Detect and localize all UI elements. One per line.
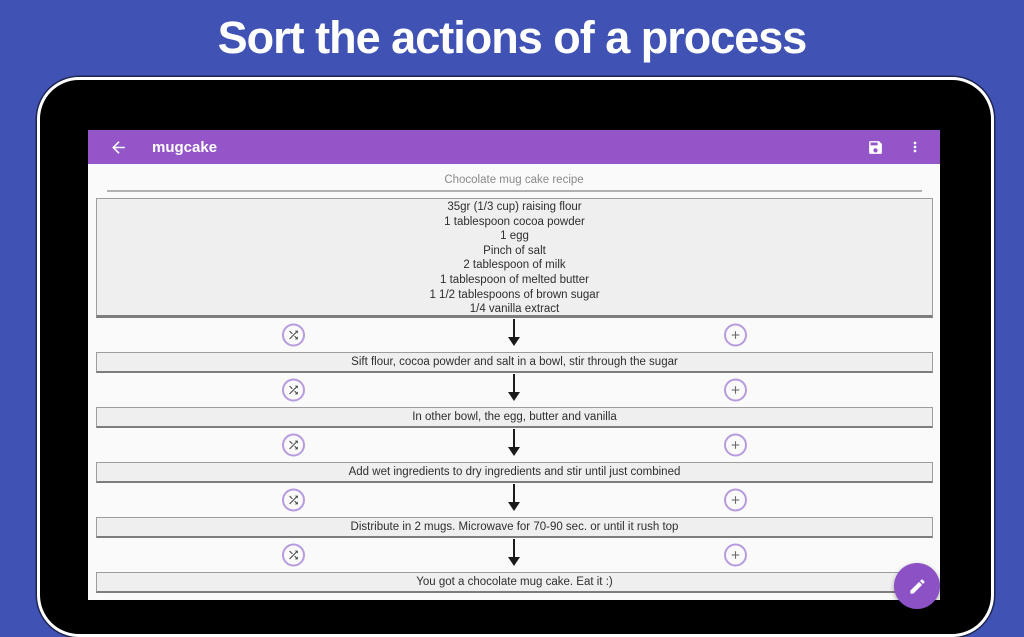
connector-row xyxy=(88,318,940,352)
down-arrow-icon xyxy=(507,429,521,461)
down-arrow-icon xyxy=(507,374,521,406)
overflow-menu-icon[interactable] xyxy=(902,135,928,159)
ingredient-line: Pinch of salt xyxy=(483,244,546,257)
step-box[interactable]: Distribute in 2 mugs. Microwave for 70-9… xyxy=(96,517,933,538)
ingredient-line: 1 tablespoon of melted butter xyxy=(440,273,589,286)
edit-fab-pencil-icon[interactable] xyxy=(894,563,940,609)
step-box[interactable]: Sift flour, cocoa powder and salt in a b… xyxy=(96,352,933,373)
shuffle-icon[interactable] xyxy=(282,323,305,347)
step-text: Add wet ingredients to dry ingredients a… xyxy=(348,466,681,478)
down-arrow-icon xyxy=(507,484,521,516)
app-toolbar: mugcake xyxy=(88,130,940,164)
down-arrow-icon xyxy=(507,319,521,351)
shuffle-icon[interactable] xyxy=(282,543,305,567)
ingredient-line: 1 egg xyxy=(500,230,529,243)
plus-icon[interactable] xyxy=(724,433,747,457)
back-arrow-icon[interactable] xyxy=(106,135,130,159)
recipe-title: Chocolate mug cake recipe xyxy=(444,174,584,186)
connector-row xyxy=(88,538,940,572)
title-divider xyxy=(107,190,922,192)
step-text: You got a chocolate mug cake. Eat it :) xyxy=(416,576,613,588)
ingredient-line: 1 1/2 tablespoons of brown sugar xyxy=(429,288,600,301)
plus-icon[interactable] xyxy=(724,323,747,347)
save-icon[interactable] xyxy=(862,135,888,159)
plus-icon[interactable] xyxy=(724,488,747,512)
ingredient-line: 1/4 vanilla extract xyxy=(469,303,560,316)
step-text: Distribute in 2 mugs. Microwave for 70-9… xyxy=(350,521,679,533)
ingredients-box[interactable]: 35gr (1/3 cup) raising flour 1 tablespoo… xyxy=(96,198,933,318)
step-box[interactable]: In other bowl, the egg, butter and vanil… xyxy=(96,407,933,428)
connector-row xyxy=(88,483,940,517)
app-screen: mugcake Chocolate mug cake recipe 35gr (… xyxy=(88,130,940,600)
step-box[interactable]: Add wet ingredients to dry ingredients a… xyxy=(96,462,933,483)
plus-icon[interactable] xyxy=(724,378,747,402)
ingredient-line: 2 tablespoon of milk xyxy=(463,259,566,272)
step-text: In other bowl, the egg, butter and vanil… xyxy=(412,411,617,423)
down-arrow-icon xyxy=(507,539,521,571)
toolbar-title: mugcake xyxy=(152,138,218,156)
shuffle-icon[interactable] xyxy=(282,488,305,512)
step-box[interactable]: You got a chocolate mug cake. Eat it :) xyxy=(96,572,933,593)
connector-row xyxy=(88,428,940,462)
shuffle-icon[interactable] xyxy=(282,433,305,457)
plus-icon[interactable] xyxy=(724,543,747,567)
connector-row xyxy=(88,373,940,407)
shuffle-icon[interactable] xyxy=(282,378,305,402)
step-text: Sift flour, cocoa powder and salt in a b… xyxy=(351,356,678,368)
ingredient-line: 1 tablespoon cocoa powder xyxy=(444,215,585,228)
ingredient-line: 35gr (1/3 cup) raising flour xyxy=(447,201,582,213)
banner-title: Sort the actions of a process xyxy=(217,12,808,63)
